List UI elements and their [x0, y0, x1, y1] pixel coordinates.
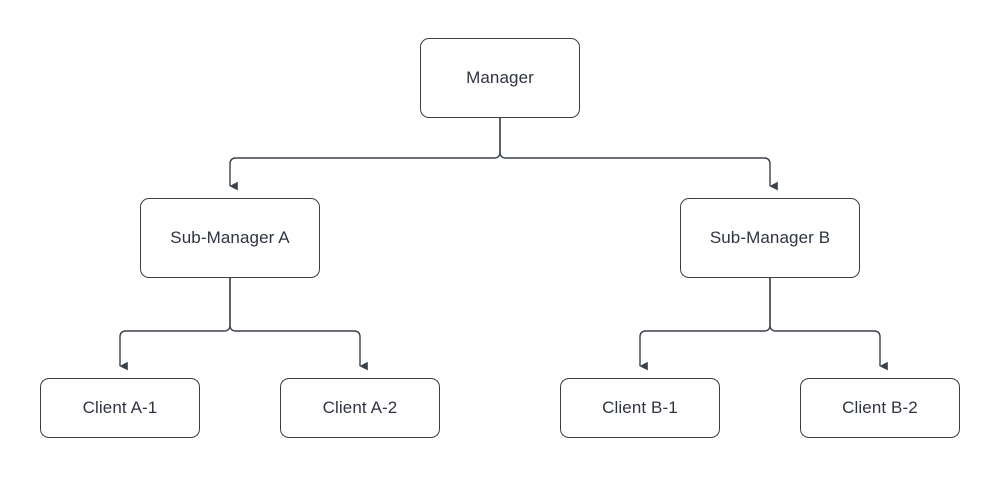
edge-sub-b-to-client-b2	[769, 278, 888, 371]
edge-manager-to-sub-a	[229, 118, 501, 191]
edge-sub-a-to-client-a2	[229, 278, 368, 371]
node-sub-manager-b[interactable]: Sub-Manager B	[680, 198, 860, 278]
node-client-b2-label: Client B-2	[842, 397, 918, 417]
node-client-b1[interactable]: Client B-1	[560, 378, 720, 438]
node-manager-label: Manager	[466, 67, 534, 87]
node-sub-manager-b-label: Sub-Manager B	[709, 227, 831, 247]
node-client-a2-label: Client A-2	[322, 397, 398, 417]
node-client-a1-label: Client A-1	[82, 397, 158, 417]
edge-manager-to-sub-b	[499, 118, 778, 191]
edge-sub-a-to-client-a1	[119, 278, 231, 371]
node-sub-manager-a-label: Sub-Manager A	[170, 227, 290, 247]
node-client-b2[interactable]: Client B-2	[800, 378, 960, 438]
node-client-b1-label: Client B-1	[602, 397, 678, 417]
node-manager[interactable]: Manager	[420, 38, 580, 118]
node-client-a1[interactable]: Client A-1	[40, 378, 200, 438]
node-client-a2[interactable]: Client A-2	[280, 378, 440, 438]
edge-sub-b-to-client-b1	[639, 278, 771, 371]
node-sub-manager-a[interactable]: Sub-Manager A	[140, 198, 320, 278]
